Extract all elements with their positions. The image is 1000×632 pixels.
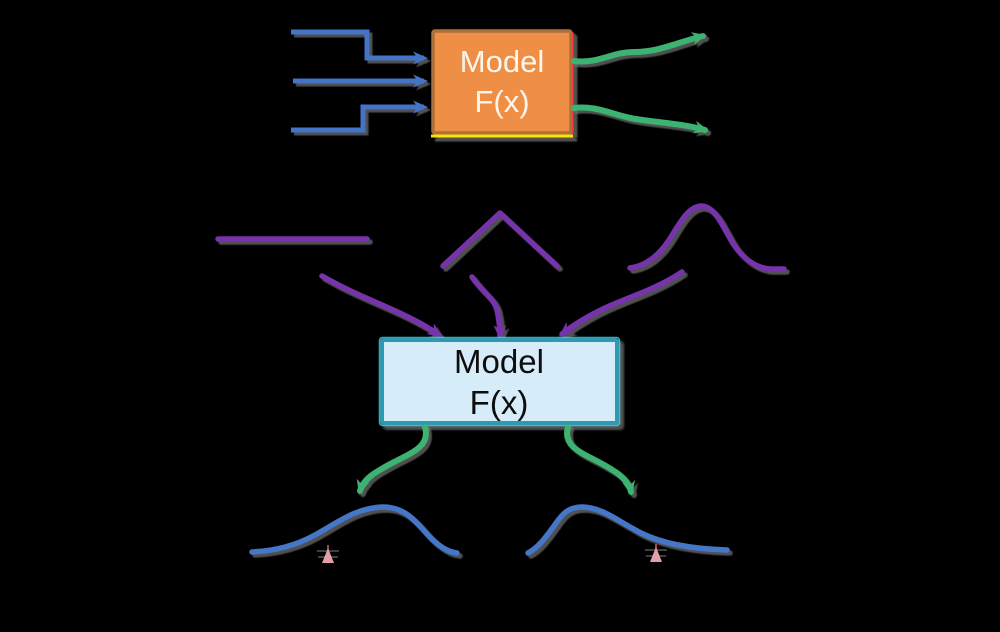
distribution-arrow-right [558,269,685,337]
point-output-arrows [571,32,709,134]
top-model-box: Model F(x) [431,29,574,138]
input-arrow-top [291,29,428,65]
top-model-box-label-line1: Model [460,44,544,79]
output-distribution-arrow-right [564,424,636,496]
deterministic-model-section: Model F(x) [291,29,709,138]
input-distributions [215,203,787,272]
gaussian-distribution-input [627,203,787,272]
bottom-model-box-glow [378,336,621,427]
output-gaussian-right [525,504,730,556]
probabilistic-inputs-section: Model F(x) [215,203,787,427]
point-marker-right [645,544,667,562]
triangle-distribution [440,210,560,269]
output-distribution-arrow-left [356,424,429,495]
distribution-input-arrows [319,269,685,340]
bottom-model-box-label-line1: Model [454,343,544,380]
output-arrow-top [571,32,707,65]
pink-triangle-icon [650,547,662,562]
bottom-model-box-rect [380,338,619,425]
distribution-output-arrows [356,424,636,496]
input-arrow-bottom [291,100,428,133]
probabilistic-outputs-section [249,424,730,563]
output-distributions [249,504,730,556]
bottom-model-box: Model F(x) [378,336,621,427]
top-model-box-rect [431,29,573,135]
distribution-arrow-left [319,273,443,338]
top-model-box-label-line2: F(x) [474,84,529,119]
output-arrow-bottom [571,104,709,134]
bottom-model-box-label-line2: F(x) [470,384,529,421]
point-markers [317,544,667,563]
pink-triangle-icon [322,548,334,563]
point-marker-left [317,545,339,563]
output-gaussian-left [249,504,460,556]
distribution-arrow-middle [469,274,507,340]
point-input-arrows [291,29,428,133]
